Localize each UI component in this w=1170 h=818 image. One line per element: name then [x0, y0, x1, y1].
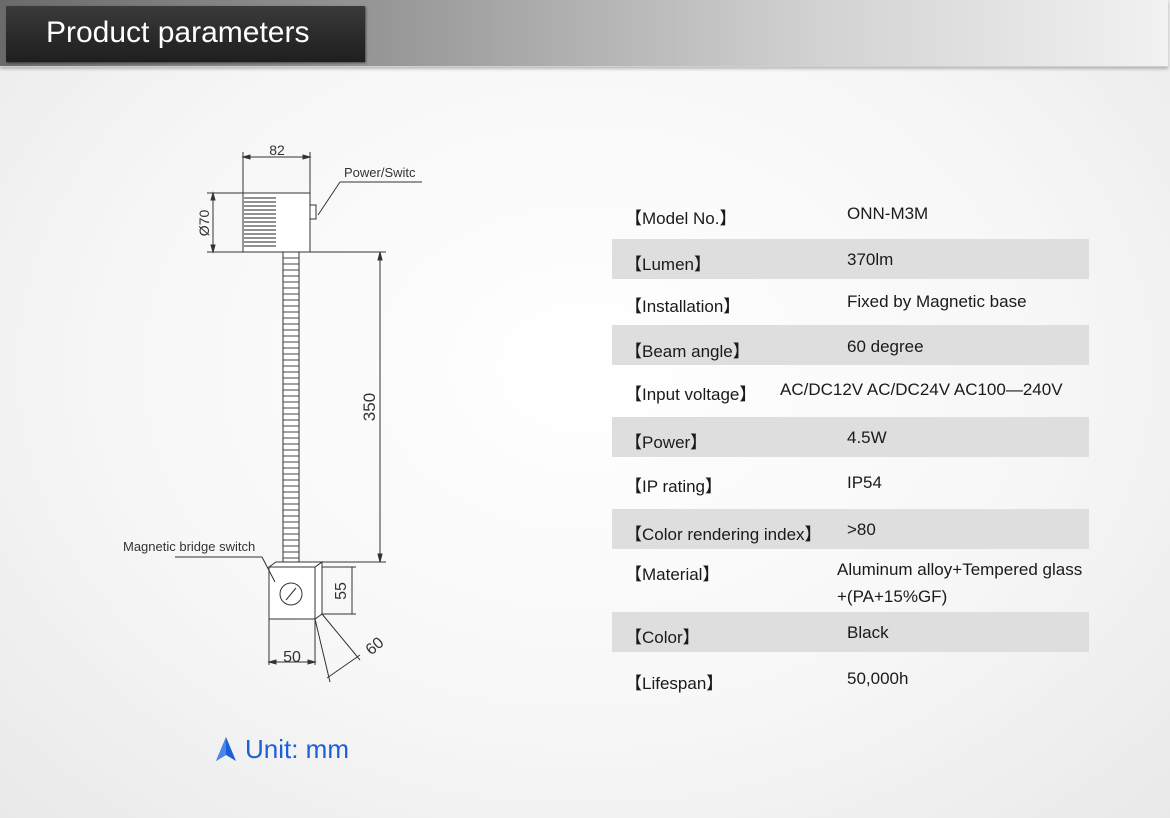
- spec-row-lumen: 【Lumen】 370lm: [612, 239, 1089, 279]
- spec-value: 4.5W: [847, 428, 887, 447]
- spec-row-input-voltage: 【Input voltage】 AC/DC12V AC/DC24V AC100—…: [612, 365, 1089, 417]
- unit-note: Unit: mm: [215, 732, 349, 766]
- spec-label: 【Material】: [625, 565, 720, 584]
- spec-value: Black: [847, 623, 889, 642]
- spec-row-color: 【Color】 Black: [612, 612, 1089, 652]
- lamp-head-fins: [244, 197, 276, 247]
- dim-label-55: 55: [333, 582, 350, 600]
- dim-label-82: 82: [269, 142, 285, 158]
- spec-row-model: 【Model No.】 ONN-M3M: [612, 193, 1089, 233]
- page-title: Product parameters: [46, 16, 310, 49]
- blue-arrow-up-icon: [216, 737, 236, 761]
- spec-label: 【Lumen】: [625, 255, 711, 274]
- spec-value: ONN-M3M: [847, 204, 929, 223]
- spec-value: AC/DC12V AC/DC24V AC100—240V: [780, 380, 1063, 399]
- spec-label: 【Beam angle】: [625, 342, 750, 361]
- dim-line-60: [326, 654, 361, 679]
- spec-value: >80: [847, 520, 876, 539]
- spec-row-cri: 【Color rendering index】 >80: [612, 509, 1089, 549]
- dim-label-50: 50: [283, 649, 301, 666]
- dim-label-70: Ø70: [196, 210, 212, 237]
- spec-label: 【IP rating】: [625, 477, 723, 496]
- power-switch-part: [309, 204, 317, 220]
- spec-row-lifespan: 【Lifespan】 50,000h: [612, 652, 1089, 704]
- magnetic-base-side: [314, 561, 323, 620]
- spec-row-power: 【Power】 4.5W: [612, 417, 1089, 457]
- spec-value: 50,000h: [847, 669, 909, 688]
- spec-row-beam-angle: 【Beam angle】 60 degree: [612, 325, 1089, 365]
- spec-table: 【Model No.】 ONN-M3M 【Lumen】 370lm 【Insta…: [612, 193, 1089, 704]
- unit-label: Unit: mm: [245, 733, 349, 764]
- spec-row-installation: 【Installation】 Fixed by Magnetic base: [612, 279, 1089, 325]
- spec-label: 【Power】: [625, 433, 708, 452]
- spec-value-line-2: +(PA+15%GF): [837, 587, 948, 606]
- spec-label: 【Model No.】: [625, 209, 737, 228]
- dim-label-350: 350: [360, 393, 379, 421]
- spec-label: 【Installation】: [625, 297, 741, 316]
- header-tab: Product parameters: [6, 6, 365, 62]
- dim-label-60: 60: [363, 634, 388, 659]
- spec-row-ip-rating: 【IP rating】 IP54: [612, 457, 1089, 509]
- flexible-arm-rings: [283, 257, 299, 559]
- page-header: Product parameters: [0, 0, 1168, 67]
- power-switch-label: Power/Switc: [344, 165, 416, 180]
- product-technical-drawing: 82 Ø70 350 55 50 60 Power/Switc Magnetic…: [123, 142, 422, 683]
- spec-value: 60 degree: [847, 337, 924, 356]
- spec-value-line-1: Aluminum alloy+Tempered glass: [837, 560, 1083, 579]
- magnetic-switch-label: Magnetic bridge switch: [123, 539, 255, 554]
- spec-value: IP54: [847, 473, 882, 492]
- spec-row-material: 【Material】 Aluminum alloy+Tempered glass…: [612, 549, 1089, 612]
- spec-label: 【Color rendering index】: [625, 525, 822, 544]
- spec-value: 370lm: [847, 250, 894, 269]
- spec-label: 【Color】: [625, 628, 700, 647]
- spec-value: Fixed by Magnetic base: [847, 292, 1027, 311]
- spec-label: 【Input voltage】: [625, 385, 757, 404]
- spec-label: 【Lifespan】: [625, 674, 724, 693]
- spec-value: Aluminum alloy+Tempered glass +(PA+15%GF…: [837, 556, 1082, 610]
